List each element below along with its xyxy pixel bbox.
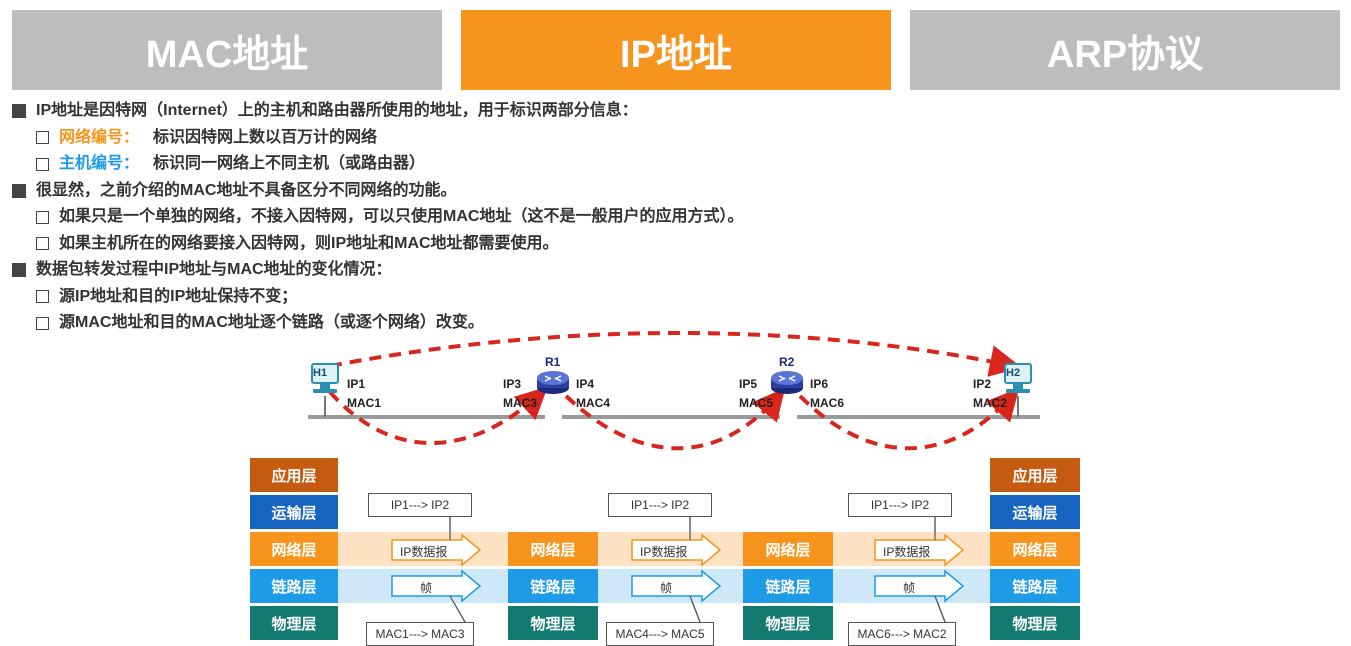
tab-arp-protocol[interactable]: ARP协议	[910, 10, 1340, 90]
end-to-end-ip-arrow	[329, 331, 1022, 377]
bullet-list: IP地址是因特网（Internet）上的主机和路由器所使用的地址，用于标识两部分…	[12, 98, 1342, 337]
r1-mac-left: MAC3	[503, 396, 538, 410]
r1-network-layer: 网络层	[508, 532, 598, 566]
h2-network-layer: 网络层	[990, 532, 1080, 566]
sub-bullet-2-2: 如果主机所在的网络要接入因特网，则IP地址和MAC地址都需要使用。	[12, 231, 1342, 258]
checkbox-square-icon	[36, 131, 49, 145]
r1-link-layer: 链路层	[508, 569, 598, 603]
bullet-text: 标识因特网上数以百万计的网络	[153, 128, 378, 146]
sub-bullet-2-1: 如果只是一个单独的网络，不接入因特网，可以只使用MAC地址（这不是一般用户的应用…	[12, 204, 1342, 231]
square-bullet-icon	[12, 263, 26, 278]
ip-packet-arrow	[631, 533, 722, 567]
hop2-frame-text: 帧	[660, 581, 673, 595]
bullet-text: 很显然，之前介绍的MAC地址不具备区分不同网络的功能。	[36, 181, 457, 199]
hop1-arrow	[328, 386, 548, 445]
bullet-2: 很显然，之前介绍的MAC地址不具备区分不同网络的功能。	[12, 178, 1342, 205]
h2-mac: MAC2	[973, 396, 1008, 410]
bullet-text: IP地址是因特网（Internet）上的主机和路由器所使用的地址，用于标识两部分…	[36, 102, 638, 119]
h1-link-layer: 链路层	[250, 569, 338, 603]
ip-packet-arrow	[874, 533, 965, 567]
frame-arrow	[874, 569, 965, 603]
frame-arrow	[391, 569, 482, 603]
hop2-packet-text: IP数据报	[640, 545, 688, 559]
h2-physical-layer: 物理层	[990, 606, 1080, 640]
r2-name: R2	[779, 355, 795, 369]
hop1-frame-text: 帧	[420, 581, 433, 595]
sub-bullet-3-2: 源MAC地址和目的MAC地址逐个链路（或逐个网络）改变。	[12, 310, 1342, 337]
checkbox-square-icon	[36, 237, 49, 251]
r2-mac-left: MAC5	[739, 396, 774, 410]
hop3-packet-text: IP数据报	[883, 545, 931, 559]
r2-physical-layer: 物理层	[743, 606, 833, 640]
host-number-term: 主机编号：	[59, 155, 140, 172]
h1-name: H1	[313, 367, 328, 379]
bullet-text: 源MAC地址和目的MAC地址逐个链路（或逐个网络）改变。	[59, 314, 484, 331]
h1-transport-layer: 运输层	[250, 495, 338, 529]
frame-arrow	[631, 569, 722, 603]
r2-ip-right: IP6	[810, 377, 829, 391]
bullet-1: IP地址是因特网（Internet）上的主机和路由器所使用的地址，用于标识两部分…	[12, 98, 1342, 125]
router-icon	[537, 371, 569, 394]
hop3-arrow	[798, 388, 1020, 451]
tab-ip-address[interactable]: IP地址	[461, 10, 891, 90]
checkbox-square-icon	[36, 157, 49, 171]
tab-mac-address[interactable]: MAC地址	[12, 10, 442, 90]
hop2-ip-label: IP1---> IP2	[608, 493, 712, 517]
computer-icon	[1004, 363, 1032, 393]
bullet-3: 数据包转发过程中IP地址与MAC地址的变化情况：	[12, 257, 1342, 284]
r1-physical-layer: 物理层	[508, 606, 598, 640]
square-bullet-icon	[12, 104, 26, 119]
sub-bullet-3-1: 源IP地址和目的IP地址保持不变；	[12, 284, 1342, 311]
r1-ip-left: IP3	[503, 377, 522, 391]
bullet-text: 数据包转发过程中IP地址与MAC地址的变化情况：	[36, 261, 392, 278]
hop1-ip-label: IP1---> IP2	[368, 493, 472, 517]
checkbox-square-icon	[36, 316, 49, 330]
h2-application-layer: 应用层	[990, 458, 1080, 492]
h2-transport-layer: 运输层	[990, 495, 1080, 529]
r2-link-layer: 链路层	[743, 569, 833, 603]
checkbox-square-icon	[36, 290, 49, 304]
h1-physical-layer: 物理层	[250, 606, 338, 640]
r1-mac-right: MAC4	[576, 396, 611, 410]
h1-ip: IP1	[347, 377, 366, 391]
r1-name: R1	[545, 355, 561, 369]
ip-packet-arrow	[391, 533, 482, 567]
square-bullet-icon	[12, 183, 26, 198]
hop3-mac-label: MAC6---> MAC2	[848, 622, 956, 646]
h2-link-layer: 链路层	[990, 569, 1080, 603]
router-icon	[771, 371, 803, 394]
bullet-text: 如果只是一个单独的网络，不接入因特网，可以只使用MAC地址（这不是一般用户的应用…	[59, 208, 744, 225]
r2-ip-left: IP5	[739, 377, 758, 391]
hop1-mac-label: MAC1---> MAC3	[366, 622, 474, 646]
hop3-frame-text: 帧	[903, 581, 916, 595]
sub-bullet-1-2: 主机编号： 标识同一网络上不同主机（或路由器）	[12, 151, 1342, 178]
hop3-ip-label: IP1---> IP2	[848, 493, 952, 517]
h2-ip: IP2	[973, 377, 992, 391]
hop2-mac-label: MAC4---> MAC5	[606, 622, 714, 646]
hop2-arrow	[564, 387, 786, 451]
hop1-packet-text: IP数据报	[400, 545, 448, 559]
h1-mac: MAC1	[347, 396, 382, 410]
checkbox-square-icon	[36, 210, 49, 224]
sub-bullet-1-1: 网络编号： 标识因特网上数以百万计的网络	[12, 125, 1342, 152]
h1-network-layer: 网络层	[250, 532, 338, 566]
r1-ip-right: IP4	[576, 377, 595, 391]
bullet-text: 源IP地址和目的IP地址保持不变；	[59, 287, 298, 305]
r2-network-layer: 网络层	[743, 532, 833, 566]
computer-icon	[311, 363, 339, 393]
bullet-text: 标识同一网络上不同主机（或路由器）	[153, 155, 426, 172]
h2-name: H2	[1006, 367, 1021, 379]
r2-mac-right: MAC6	[810, 396, 845, 410]
bullet-text: 如果主机所在的网络要接入因特网，则IP地址和MAC地址都需要使用。	[59, 234, 559, 252]
h1-application-layer: 应用层	[250, 458, 338, 492]
network-number-term: 网络编号：	[59, 128, 140, 146]
leader-lines	[449, 515, 946, 623]
